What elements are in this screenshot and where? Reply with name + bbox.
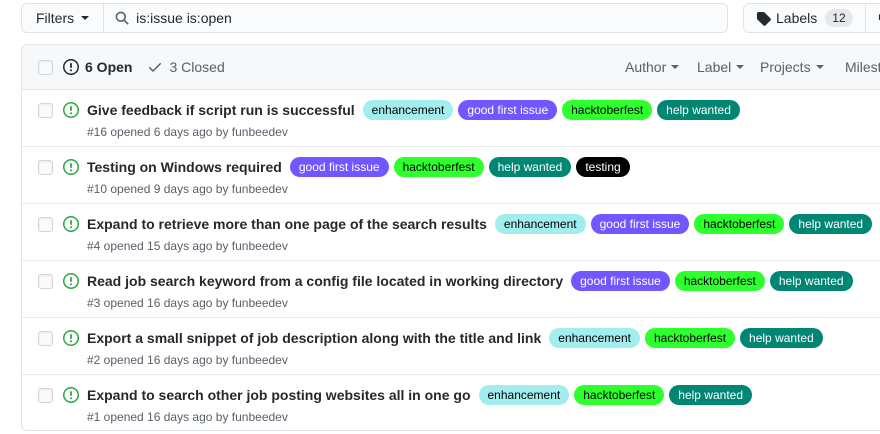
issue-label[interactable]: hacktoberfest — [574, 385, 665, 405]
issue-label[interactable]: enhancement — [362, 100, 454, 120]
chevron-down-icon — [815, 65, 824, 69]
issue-opened-icon — [63, 330, 79, 346]
issue-row: Testing on Windows required good first i… — [22, 147, 880, 204]
issue-label[interactable]: testing — [576, 157, 630, 177]
issue-checkbox[interactable] — [38, 274, 53, 289]
issue-row: Expand to retrieve more than one page of… — [22, 204, 880, 261]
issue-label[interactable]: enhancement — [478, 385, 570, 405]
issue-opened-icon — [63, 273, 79, 289]
labels-button-label: Labels — [776, 10, 818, 26]
issue-title[interactable]: Read job search keyword from a config fi… — [87, 273, 564, 289]
search-input[interactable] — [104, 3, 728, 33]
issue-label[interactable]: good first issue — [571, 271, 670, 291]
closed-count-label: 3 Closed — [169, 59, 225, 75]
issue-label[interactable]: hacktoberfest — [393, 157, 484, 177]
issue-title[interactable]: Give feedback if script run is successfu… — [87, 102, 355, 118]
issue-title[interactable]: Expand to search other job posting websi… — [87, 387, 471, 403]
issue-label[interactable]: hacktoberfest — [694, 214, 785, 234]
issue-opened-icon — [63, 216, 79, 232]
check-icon — [147, 59, 163, 75]
issue-opened-icon — [63, 102, 79, 118]
list-header: 6 Open 3 Closed Author Label — [22, 45, 880, 90]
issue-label[interactable]: help wanted — [769, 271, 853, 291]
milestones-button[interactable]: Milestones — [864, 4, 880, 32]
issue-meta: #2 opened 16 days ago by funbeedev — [87, 353, 288, 367]
issue-checkbox[interactable] — [38, 331, 53, 346]
issue-opened-icon — [63, 387, 79, 403]
issues-toolbar: Filters — [21, 3, 728, 33]
issue-label[interactable]: hacktoberfest — [562, 100, 653, 120]
chevron-down-icon — [736, 65, 745, 69]
issue-label[interactable]: help wanted — [669, 385, 752, 405]
issue-meta: #16 opened 6 days ago by funbeedev — [87, 125, 288, 139]
issue-opened-icon — [63, 59, 79, 75]
issue-meta: #4 opened 15 days ago by funbeedev — [87, 239, 288, 253]
issue-title[interactable]: Export a small snippet of job descriptio… — [87, 330, 542, 346]
issue-checkbox[interactable] — [38, 160, 53, 175]
issue-row: Expand to search other job posting websi… — [22, 375, 880, 430]
filters-button-label: Filters — [36, 10, 75, 26]
issues-list: 6 Open 3 Closed Author Label — [21, 44, 880, 431]
issue-checkbox[interactable] — [38, 217, 53, 232]
milestones-filter-dropdown[interactable]: Milestones — [845, 59, 880, 75]
issue-label[interactable]: help wanted — [789, 214, 873, 234]
labels-count-badge: 12 — [825, 9, 853, 27]
issue-label[interactable]: good first issue — [458, 100, 558, 120]
issue-label[interactable]: help wanted — [488, 157, 572, 177]
issue-label[interactable]: good first issue — [590, 214, 690, 234]
closed-issues-filter[interactable]: 3 Closed — [147, 59, 225, 75]
labels-milestones-group: Labels 12 Milestones — [743, 3, 880, 33]
chevron-down-icon — [671, 65, 680, 69]
select-all-checkbox[interactable] — [38, 59, 53, 75]
open-count-label: 6 Open — [85, 59, 133, 75]
issue-label[interactable]: hacktoberfest — [645, 328, 736, 348]
header-filter-dropdowns: Author Label Projects Milestones — [625, 45, 880, 89]
issue-label[interactable]: help wanted — [657, 100, 740, 120]
issue-title[interactable]: Expand to retrieve more than one page of… — [87, 216, 487, 232]
issue-label[interactable]: hacktoberfest — [674, 271, 765, 291]
author-filter-dropdown[interactable]: Author — [625, 59, 697, 75]
issue-label[interactable]: good first issue — [289, 157, 389, 177]
issue-meta: #3 opened 16 days ago by funbeedev — [87, 296, 288, 310]
search-box — [104, 3, 728, 33]
open-issues-filter[interactable]: 6 Open — [63, 59, 132, 75]
issue-meta: #10 opened 9 days ago by funbeedev — [87, 182, 288, 196]
issue-meta: #1 opened 16 days ago by funbeedev — [87, 410, 288, 424]
issue-opened-icon — [63, 159, 79, 175]
labels-button[interactable]: Labels 12 — [744, 4, 865, 32]
issue-checkbox[interactable] — [38, 388, 53, 403]
issue-rows: Give feedback if script run is successfu… — [22, 90, 880, 430]
label-filter-dropdown[interactable]: Label — [697, 59, 760, 75]
issue-row: Give feedback if script run is successfu… — [22, 90, 880, 147]
issue-row: Read job search keyword from a config fi… — [22, 261, 880, 318]
projects-filter-dropdown[interactable]: Projects — [760, 59, 845, 75]
chevron-down-icon — [81, 16, 90, 20]
issue-label[interactable]: help wanted — [740, 328, 823, 348]
issue-row: Export a small snippet of job descriptio… — [22, 318, 880, 375]
filters-button[interactable]: Filters — [21, 3, 105, 33]
search-icon — [114, 10, 130, 26]
issue-label[interactable]: enhancement — [494, 214, 586, 234]
issue-title[interactable]: Testing on Windows required — [87, 159, 282, 175]
issue-checkbox[interactable] — [38, 103, 53, 118]
tag-icon — [756, 11, 771, 26]
issue-label[interactable]: enhancement — [549, 328, 640, 348]
